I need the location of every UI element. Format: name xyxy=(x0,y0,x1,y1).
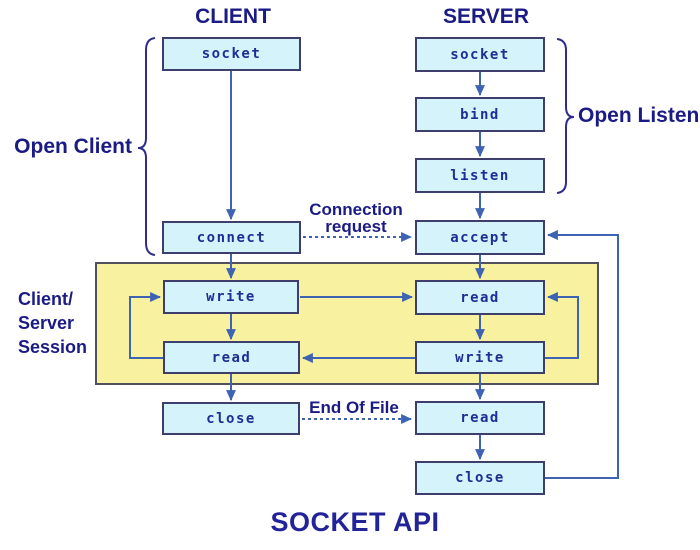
session-label-line1: Client/ xyxy=(18,289,74,309)
node-client-socket: socket xyxy=(162,37,301,71)
node-client-read: read xyxy=(163,341,300,374)
session-label: Client/ Server Session xyxy=(18,287,93,359)
brace-open-client xyxy=(137,37,156,256)
open-client-label: Open Client xyxy=(14,135,132,158)
node-client-connect: connect xyxy=(162,221,301,254)
session-label-line3: Session xyxy=(18,337,88,357)
node-server-write: write xyxy=(415,341,545,374)
node-server-listen: listen xyxy=(415,158,545,193)
connection-request-line2: request xyxy=(325,217,387,236)
server-header: SERVER xyxy=(443,5,529,28)
brace-open-listen xyxy=(556,38,575,194)
page-title: SOCKET API xyxy=(270,507,440,537)
connection-request-line1: Connection xyxy=(309,200,403,219)
node-server-close: close xyxy=(415,461,545,495)
node-server-read1: read xyxy=(415,280,545,315)
connection-request-label: Connection request xyxy=(300,201,412,235)
end-of-file-label: End Of File xyxy=(309,398,399,417)
node-server-bind: bind xyxy=(415,97,545,132)
node-server-socket: socket xyxy=(415,37,545,72)
client-header: CLIENT xyxy=(195,5,271,28)
session-label-line2: Server xyxy=(18,313,75,333)
node-server-accept: accept xyxy=(415,220,545,255)
node-client-close: close xyxy=(162,402,300,435)
node-client-write: write xyxy=(163,280,299,314)
open-listen-label: Open Listen xyxy=(578,104,700,127)
node-server-read2: read xyxy=(415,401,545,435)
